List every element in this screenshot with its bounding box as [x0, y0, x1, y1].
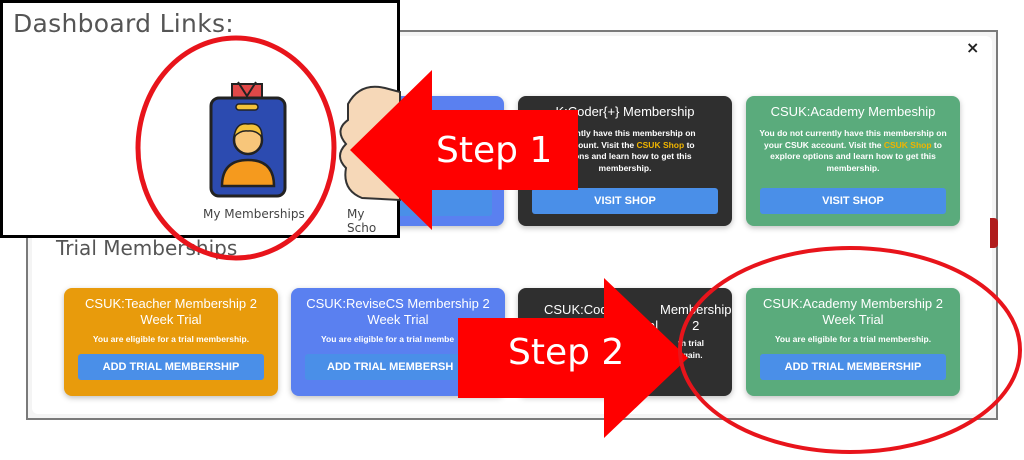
memberships-highlight-circle [135, 35, 337, 261]
trial-memberships-heading: Trial Memberships [56, 236, 238, 260]
card-description: currently have this membership on K acco… [554, 128, 696, 173]
membership-card-coder: K:Coder{+} Membership currently have thi… [518, 96, 732, 226]
membership-card-academy: CSUK:Academy Membeship You do not curren… [746, 96, 960, 226]
dashboard-links-panel: Dashboard Links: My Memberships My Scho [0, 0, 400, 238]
card-description: You are eligible for a trial membership. [774, 334, 932, 344]
step1-arrow [350, 70, 578, 230]
card-description: You do not currently have this membershi… [759, 128, 947, 173]
card-description: th trial again. [678, 338, 704, 360]
visit-shop-button[interactable]: VISIT SHOP [760, 188, 946, 214]
add-trial-membership-button[interactable]: ADD TRIAL MEMBERSHIP [78, 354, 264, 380]
dashboard-links-title: Dashboard Links: [13, 9, 235, 38]
my-memberships-label[interactable]: My Memberships [203, 207, 305, 221]
card-description: You are eligible for a trial membe [321, 334, 455, 344]
card-description: You are eligible for a trial membership. [92, 334, 250, 344]
step2-text: Step 2 [508, 332, 625, 373]
csuk-shop-link[interactable]: CSUK Shop [883, 139, 932, 150]
add-trial-membership-button[interactable]: ADD TRIAL MEMBERSHIP [760, 354, 946, 380]
card-title: K:Coder{+} Membership [555, 104, 695, 119]
academy-trial-highlight-circle [678, 246, 1022, 454]
my-school-label[interactable]: My Scho [347, 207, 377, 235]
id-badge-icon[interactable] [209, 81, 287, 198]
visit-shop-button[interactable]: VISIT SHOP [532, 188, 718, 214]
card-title: CSUK:Academy Membeship [770, 104, 936, 119]
step1-text: Step 1 [436, 130, 553, 171]
close-icon[interactable]: × [966, 38, 980, 57]
csuk-shop-link[interactable]: CSUK Shop [636, 139, 685, 150]
background-edge [990, 218, 998, 248]
step2-arrow [458, 278, 688, 438]
